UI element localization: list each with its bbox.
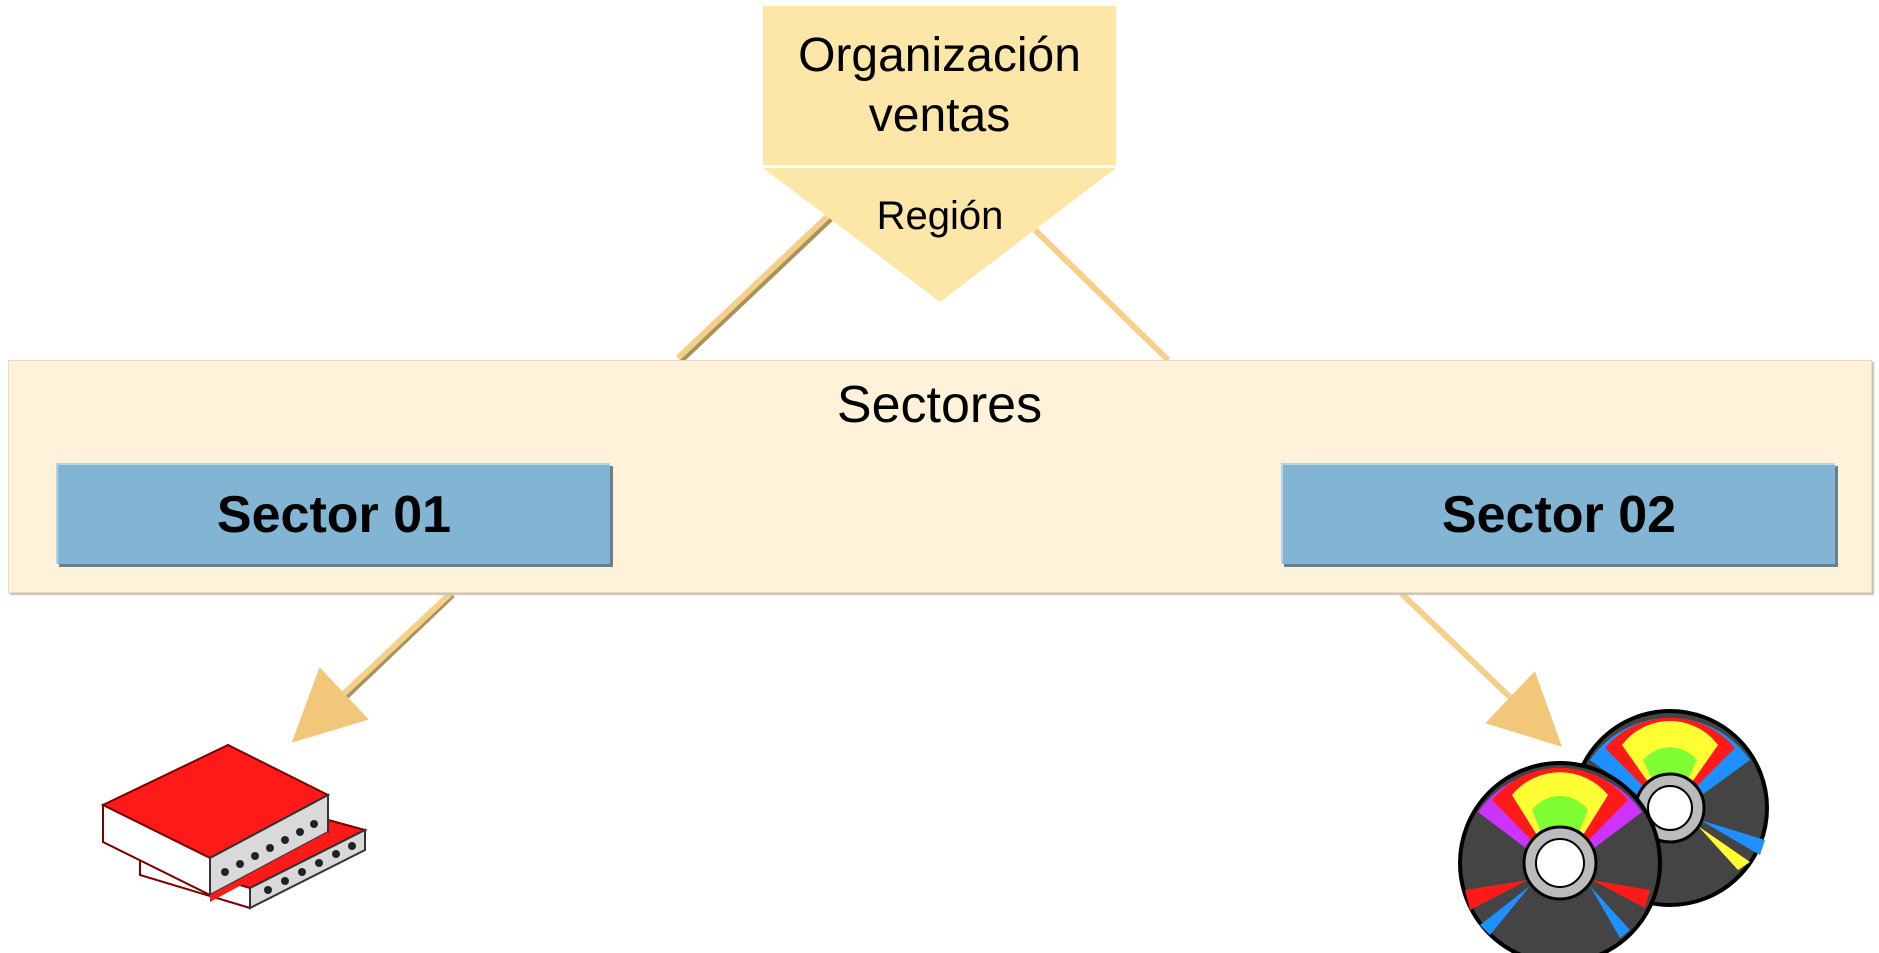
books-icon [100, 743, 368, 910]
sectors-title: Sectores [836, 376, 1043, 434]
sector-02-box: Sector 02 [1281, 463, 1835, 564]
org-ventas-box: Organización ventas [763, 6, 1116, 165]
connector-sector02-cds [1399, 591, 1563, 747]
cds-icon [1458, 709, 1769, 953]
connector-right-top [1032, 227, 1171, 363]
connector-left-top [675, 211, 833, 363]
sector-02-label: Sector 02 [1441, 485, 1677, 544]
sector-01-label: Sector 01 [216, 485, 452, 544]
org-ventas-title: Organización ventas [798, 28, 1081, 142]
sector-01-box: Sector 01 [56, 463, 610, 564]
connector-sector01-books [291, 589, 455, 743]
region-label: Región [876, 194, 1004, 238]
region-triangle [763, 168, 1116, 302]
